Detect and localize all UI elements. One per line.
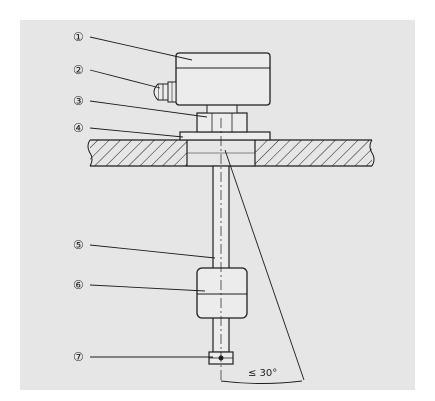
angle-arc bbox=[220, 380, 303, 384]
callout-7: ⑦ bbox=[73, 350, 84, 364]
housing-neck bbox=[206, 104, 238, 114]
callout-1: ① bbox=[73, 30, 84, 44]
callout-3: ③ bbox=[73, 94, 84, 108]
leader-lines bbox=[89, 36, 216, 358]
callout-4: ④ bbox=[73, 121, 84, 135]
tilt-line bbox=[224, 149, 305, 381]
angle-label: ≤ 30° bbox=[248, 368, 277, 379]
cable-gland bbox=[153, 81, 177, 103]
hex-nut bbox=[196, 112, 248, 133]
seal-plate bbox=[179, 131, 271, 141]
callout-5: ⑤ bbox=[73, 238, 84, 252]
callout-2: ② bbox=[73, 63, 84, 77]
callout-6: ⑥ bbox=[73, 278, 84, 292]
housing bbox=[175, 52, 271, 106]
float bbox=[196, 267, 248, 319]
